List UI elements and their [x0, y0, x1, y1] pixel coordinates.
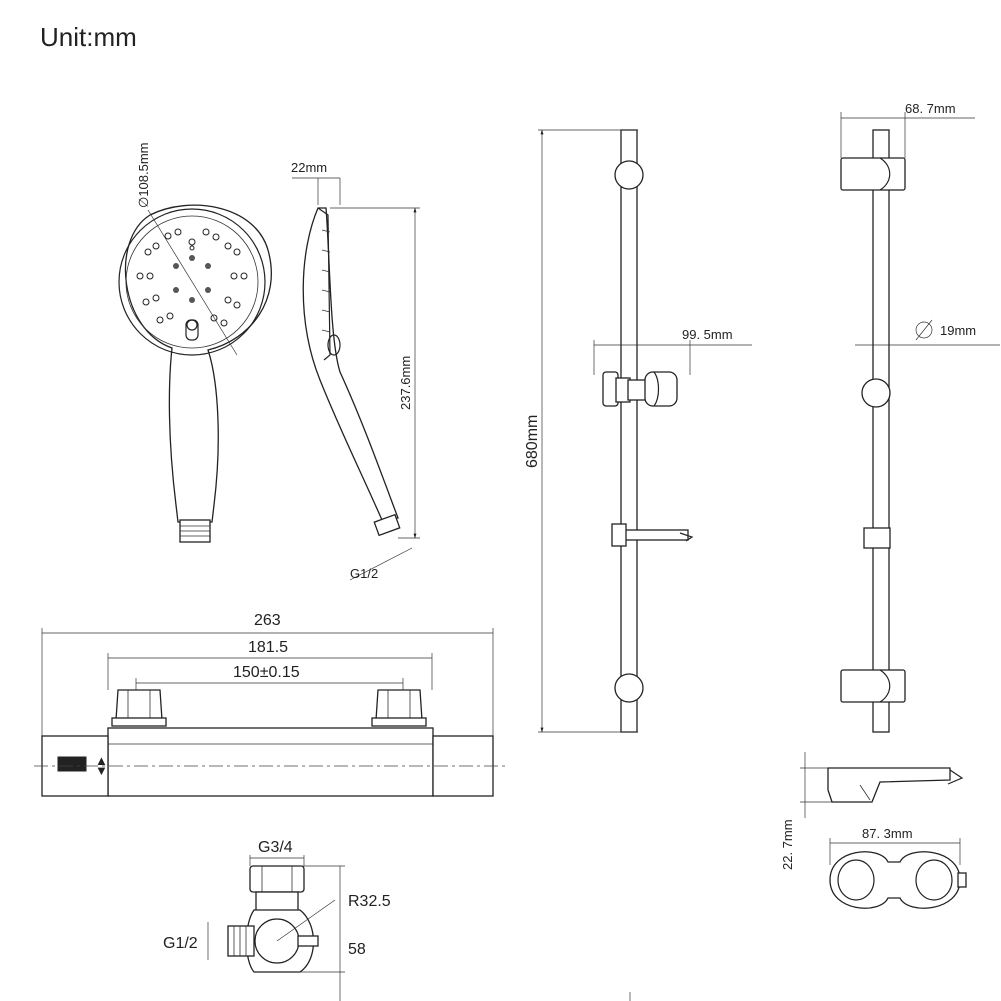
bracket-width-label: 68. 7mm	[905, 101, 956, 116]
slide-bar-height-label: 680mm	[524, 415, 541, 468]
soap-dish-height-label: 22. 7mm	[780, 819, 795, 870]
rod-diameter-label: 19mm	[940, 323, 976, 338]
holder-width-label: 99. 5mm	[682, 327, 733, 342]
soap-dish-width-label: 87. 3mm	[862, 826, 913, 841]
unit-title: Unit:mm	[40, 22, 137, 52]
nozzle-pattern	[136, 228, 248, 327]
slide-bar-side-view: 68. 7mm 19mm	[840, 101, 1000, 733]
hand-shower-front-view: ∅108.5mm	[118, 142, 272, 543]
wall-connector: G3/4 G1/2 R32.5 58	[163, 839, 391, 1001]
hand-shower-thread-label: G1/2	[350, 566, 378, 581]
svg-text:▼: ▼	[95, 763, 108, 778]
hand-shower-length-label: 237.6mm	[398, 356, 413, 410]
valve-center-distance-label: 150±0.15	[233, 664, 300, 681]
slide-bar-front-view: 680mm 99. 5mm	[524, 129, 752, 733]
soap-dish-detail: 22. 7mm 87. 3mm	[780, 752, 967, 909]
svg-text:▲: ▲	[95, 753, 108, 768]
shower-holder	[602, 371, 678, 407]
connector-side-thread-label: G1/2	[163, 935, 198, 952]
connector-height-label: 58	[348, 941, 366, 958]
valve-overall-length-label: 263	[254, 612, 281, 629]
soap-dish-front	[611, 523, 694, 547]
hand-shower-side-view: 22mm 237.6mm G1/2	[291, 160, 420, 581]
connector-radius-label: R32.5	[348, 893, 391, 910]
hand-shower-thickness-label: 22mm	[291, 160, 327, 175]
connector-top-thread-label: G3/4	[258, 839, 293, 856]
valve-inlet-span-label: 181.5	[248, 639, 288, 656]
hand-shower-diameter-label: ∅108.5mm	[136, 142, 151, 208]
thermostatic-valve: 263 181.5 150±0.15 ▲ ▼	[34, 612, 505, 797]
